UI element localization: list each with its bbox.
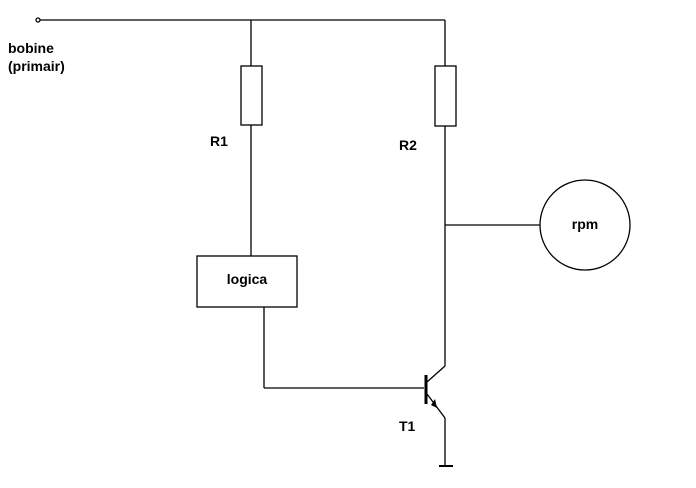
coil-label-line2: (primair) <box>8 58 65 74</box>
t1-label: T1 <box>399 418 416 434</box>
transistor-emitter-arrow <box>431 399 437 408</box>
resistor-r2 <box>434 65 457 127</box>
coil-label-line1: bobine <box>8 40 54 56</box>
transistor-collector <box>426 365 446 383</box>
logic-label: logica <box>227 271 268 287</box>
rpm-label: rpm <box>572 216 598 232</box>
r1-label: R1 <box>210 133 228 149</box>
coil-terminal <box>35 17 41 23</box>
r2-label: R2 <box>399 137 417 153</box>
rpm-meter <box>539 179 631 271</box>
logic-block <box>196 255 298 308</box>
resistor-r1 <box>240 65 263 126</box>
